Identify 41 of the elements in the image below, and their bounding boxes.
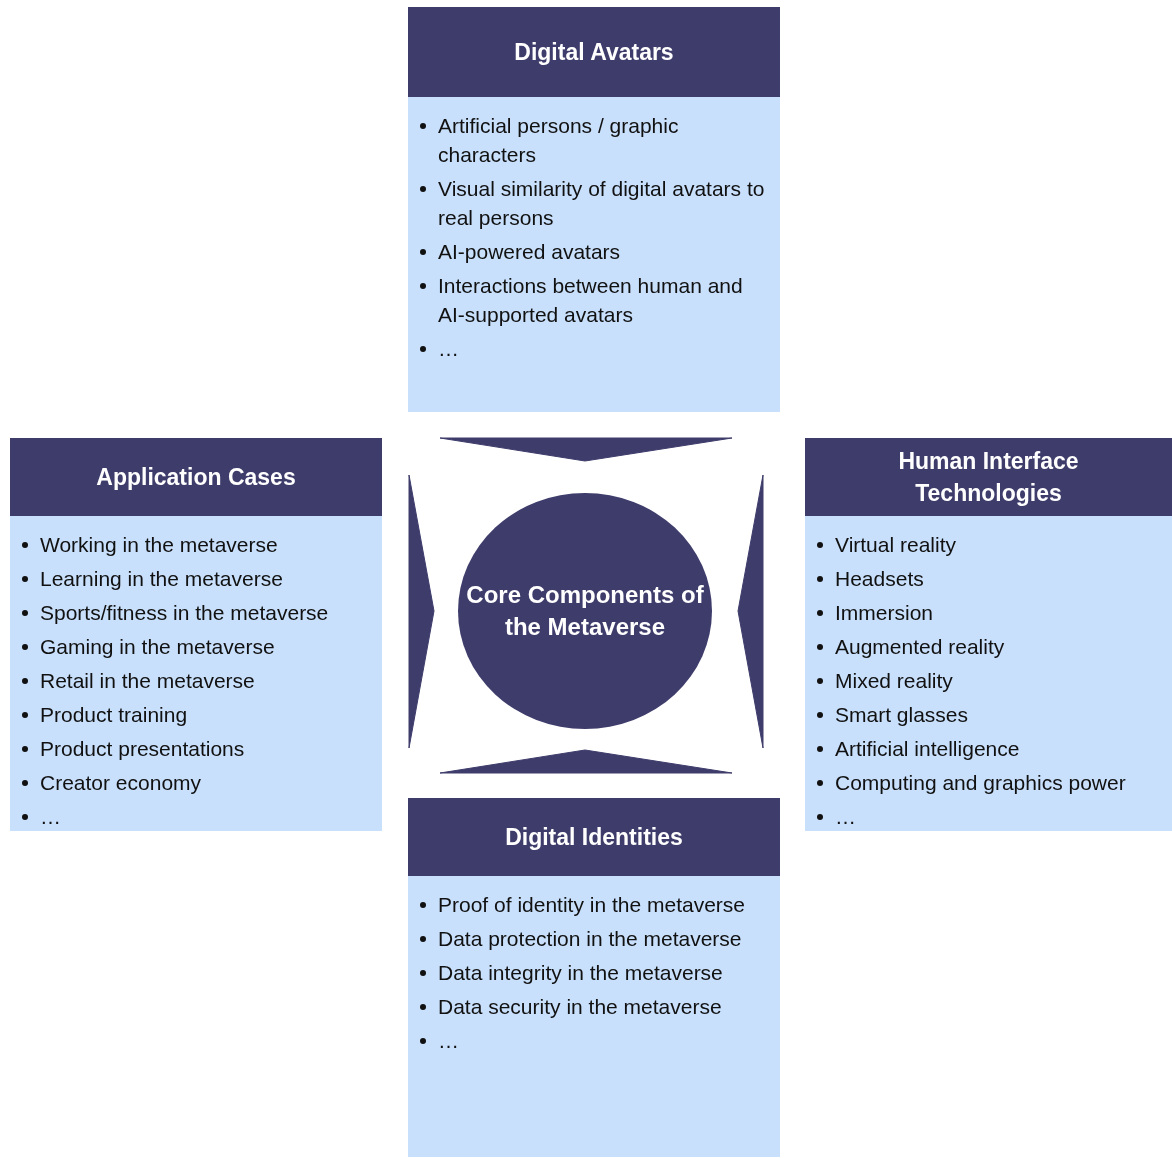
bullet-item: Sports/fitness in the metaverse: [40, 601, 329, 624]
category-card: [408, 798, 780, 1157]
bullet-item: Interactions between human and AI-supported avatars: [438, 274, 743, 326]
bullet-item: …: [438, 337, 459, 360]
bullet-item: Mixed reality: [835, 669, 953, 692]
category-card: [10, 438, 382, 831]
bullet-item: Artificial persons / graphic characters: [438, 114, 679, 166]
card-header: Digital Avatars: [408, 7, 780, 97]
bullet-item: Data integrity in the metaverse: [438, 961, 723, 984]
chevron-arrow: [408, 474, 435, 749]
bullet-item: Gaming in the metaverse: [40, 635, 275, 658]
bullet-item: Immersion: [835, 601, 934, 624]
bullet-item: Product presentations: [40, 737, 245, 760]
bullet-item: Data protection in the metaverse: [438, 927, 742, 950]
category-card: [805, 438, 1172, 831]
bullet-item: Augmented reality: [835, 635, 1005, 658]
bullet-item: …: [438, 1029, 459, 1052]
bullet-item: Headsets: [835, 567, 924, 590]
bullet-item: …: [40, 805, 61, 828]
bullet-item: Smart glasses: [835, 703, 969, 726]
bullet-item: …: [835, 805, 856, 828]
bullet-item: Artificial intelligence: [835, 737, 1020, 760]
card-header: Digital Identities: [408, 798, 780, 876]
chevron-arrow: [737, 474, 764, 749]
bullet-item: AI-powered avatars: [438, 240, 621, 263]
bullet-item: Virtual reality: [835, 533, 956, 556]
bullet-item: Working in the metaverse: [40, 533, 278, 556]
bullet-item: Learning in the metaverse: [40, 567, 283, 590]
chevron-arrow: [439, 437, 733, 462]
bullet-item: Proof of identity in the metaverse: [438, 893, 745, 916]
bullet-item: Retail in the metaverse: [40, 669, 255, 692]
bullet-item: Creator economy: [40, 771, 202, 794]
bullet-item: Visual similarity of digital avatars to real persons: [438, 177, 765, 229]
bullet-item: Data security in the metaverse: [438, 995, 722, 1018]
bullet-item: Product training: [40, 703, 188, 726]
center-title: Core Components of the Metaverse: [465, 580, 705, 642]
bullet-item: Computing and graphics power: [835, 771, 1126, 794]
card-header: Application Cases: [10, 438, 382, 516]
chevron-arrow: [439, 749, 733, 774]
card-header: Human Interface Technologies: [805, 438, 1172, 516]
category-card: [408, 7, 780, 412]
